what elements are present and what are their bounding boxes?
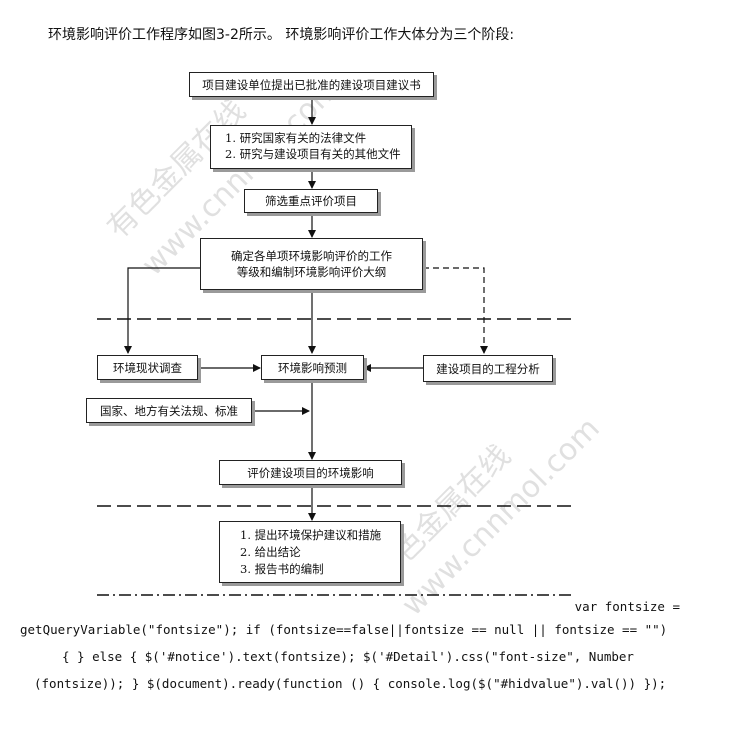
- box-grade: 确定各单项环境影响评价的工作 等级和编制环境影响评价大纲: [200, 238, 423, 290]
- box-screen: 筛选重点评价项目: [244, 189, 378, 213]
- box-study: 1. 研究国家有关的法律文件 2. 研究与建设项目有关的其他文件: [210, 125, 412, 169]
- box-laws-label: 国家、地方有关法规、标准: [100, 403, 238, 418]
- box-laws: 国家、地方有关法规、标准: [86, 398, 252, 423]
- box-analysis-label: 建设项目的工程分析: [436, 361, 540, 376]
- arrow-grade-analysis: [423, 267, 488, 354]
- box-grade-line-2: 等级和编制环境影响评价大纲: [236, 265, 387, 279]
- code-line-1: var fontsize =: [574, 599, 680, 614]
- box-assess-label: 评价建设项目的环境影响: [247, 465, 374, 480]
- code-line-3: { } else { $('#notice').text(fontsize); …: [62, 649, 634, 664]
- box-study-line-2: 2. 研究与建设项目有关的其他文件: [225, 147, 401, 161]
- box-predict: 环境影响预测: [261, 355, 364, 380]
- code-line-4: (fontsize)); } $(document).ready(functio…: [34, 676, 667, 691]
- box-final-line-1: 1. 提出环境保护建议和措施: [240, 528, 382, 542]
- intro-text: 环境影响评价工作程序如图3-2所示。 环境影响评价工作大体分为三个阶段:: [48, 27, 515, 43]
- box-status: 环境现状调查: [97, 355, 198, 380]
- box-final-line-2: 2. 给出结论: [240, 545, 301, 559]
- box-study-line-1: 1. 研究国家有关的法律文件: [225, 131, 367, 145]
- box-grade-line-1: 确定各单项环境影响评价的工作: [231, 249, 392, 263]
- box-proposal-label: 项目建设单位提出已批准的建设项目建议书: [202, 77, 421, 92]
- box-predict-label: 环境影响预测: [278, 360, 347, 375]
- box-final: 1. 提出环境保护建议和措施 2. 给出结论 3. 报告书的编制: [219, 521, 401, 583]
- arrow-grade-status: [124, 267, 200, 354]
- box-analysis: 建设项目的工程分析: [423, 355, 553, 382]
- box-assess: 评价建设项目的环境影响: [219, 460, 402, 485]
- box-final-line-3: 3. 报告书的编制: [240, 562, 324, 576]
- code-line-2: getQueryVariable("fontsize"); if (fontsi…: [20, 622, 668, 637]
- box-status-label: 环境现状调查: [113, 360, 182, 375]
- box-screen-label: 筛选重点评价项目: [265, 194, 357, 208]
- box-proposal: 项目建设单位提出已批准的建设项目建议书: [189, 72, 434, 97]
